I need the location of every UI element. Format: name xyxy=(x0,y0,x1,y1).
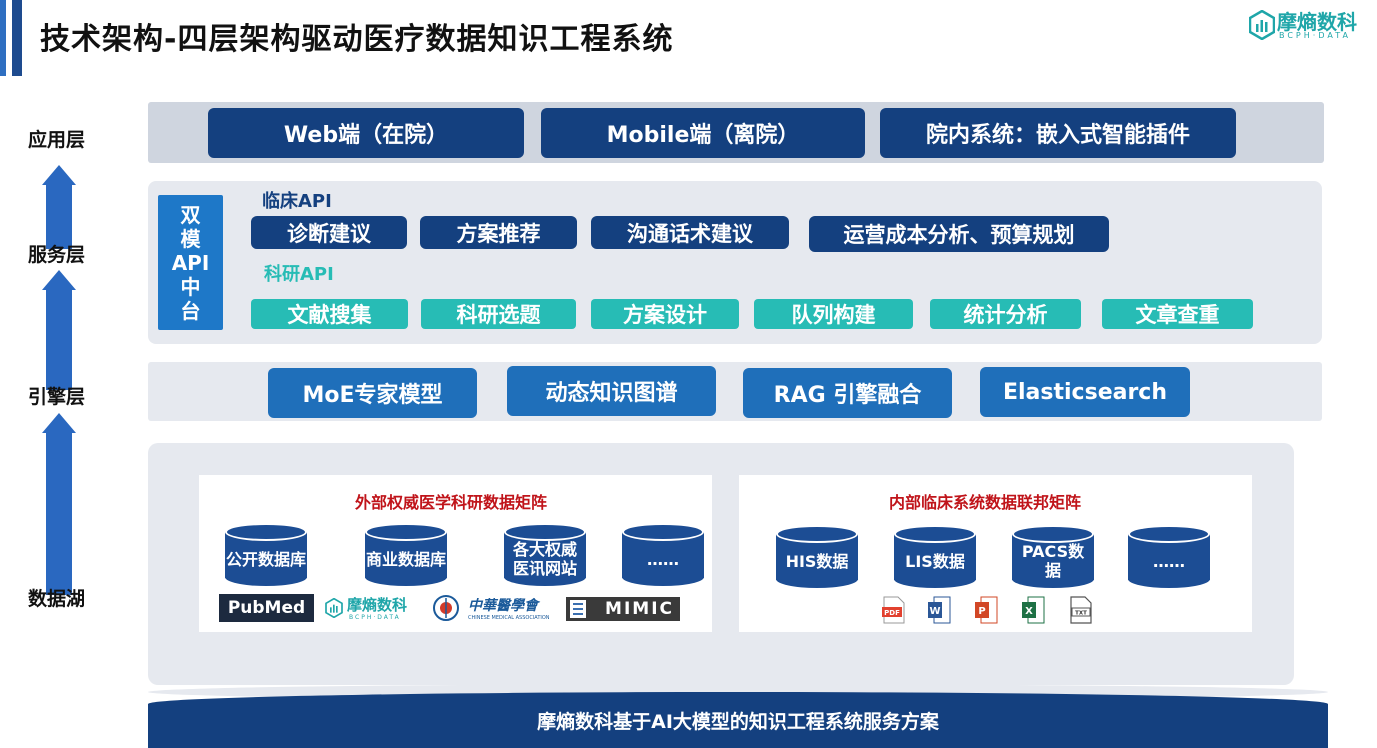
api-diagnosis[interactable]: 诊断建议 xyxy=(251,216,407,249)
internal-panel-title: 内部临床系统数据联邦矩阵 xyxy=(889,493,1082,512)
api-topic[interactable]: 科研选题 xyxy=(421,299,576,329)
footer-text: 摩熵数科基于AI大模型的知识工程系统服务方案 xyxy=(537,710,939,733)
side-char: 双 xyxy=(180,202,201,227)
engine-knowledge-graph[interactable]: 动态知识图谱 xyxy=(507,366,716,416)
api-design[interactable]: 方案设计 xyxy=(591,299,739,329)
ppt-file-icon: P xyxy=(975,596,998,624)
db-label: LIS数据 xyxy=(905,551,965,571)
db-label: 各大权威 医讯网站 xyxy=(512,540,577,578)
header-accent-light xyxy=(0,0,6,76)
external-panel-title: 外部权威医学科研数据矩阵 xyxy=(355,493,548,512)
api-cohort[interactable]: 队列构建 xyxy=(754,299,913,329)
db-lis[interactable]: LIS数据 xyxy=(894,525,976,589)
api-cost-budget[interactable]: 运营成本分析、预算规划 xyxy=(809,216,1109,252)
engine-elasticsearch[interactable]: Elasticsearch xyxy=(980,367,1190,417)
db-label: 公开数据库 xyxy=(225,549,306,569)
pubmed-text: PubMed xyxy=(227,598,306,618)
db-label: HIS数据 xyxy=(785,551,849,571)
db-label: …… xyxy=(1153,551,1185,571)
db-commercial[interactable]: 商业数据库 xyxy=(365,523,447,587)
ppt-file-label: P xyxy=(978,606,985,617)
db-his[interactable]: HIS数据 xyxy=(776,525,858,589)
side-char: API xyxy=(171,250,210,275)
brand-subtitle: BCPH·DATA xyxy=(1279,31,1351,40)
brand-small-name: 摩熵数科 xyxy=(347,596,408,614)
arrow-up-icon xyxy=(42,165,76,249)
clinical-api-title: 临床API xyxy=(262,191,332,212)
txt-file-icon: TXT xyxy=(1070,596,1092,624)
layer-label-app: 应用层 xyxy=(28,129,86,151)
db-public[interactable]: 公开数据库 xyxy=(225,523,307,587)
arrow-up-icon xyxy=(42,413,76,595)
brand-hex-icon xyxy=(325,598,343,618)
arrow-up-icon xyxy=(42,270,76,390)
excel-file-icon: X xyxy=(1022,596,1045,624)
side-char: 模 xyxy=(180,226,201,251)
cma-sub: CHINESE MEDICAL ASSOCIATION xyxy=(468,615,550,621)
mimic-logo: MIMIC xyxy=(566,597,680,621)
brand-hex-icon xyxy=(1249,10,1275,40)
brand-logo: 摩熵数科 BCPH·DATA xyxy=(1249,6,1369,44)
cma-name: 中華醫學會 xyxy=(468,598,538,614)
engine-moe[interactable]: MoE专家模型 xyxy=(268,368,477,418)
cma-emblem-icon xyxy=(433,595,459,621)
side-char: 台 xyxy=(180,298,201,323)
dual-api-platform: 双 模 API 中 台 xyxy=(158,195,223,330)
cma-logo: 中華醫學會 CHINESE MEDICAL ASSOCIATION xyxy=(432,592,552,626)
api-plan-recommend[interactable]: 方案推荐 xyxy=(420,216,577,249)
external-data-panel: 外部权威医学科研数据矩阵 公开数据库 商业数据库 各大权威 医讯网站 …… Pu… xyxy=(199,475,712,632)
brand-small-sub: BCPH·DATA xyxy=(349,614,401,621)
page-title: 技术架构-四层架构驱动医疗数据知识工程系统 xyxy=(40,22,674,57)
app-embedded-plugin[interactable]: 院内系统：嵌入式智能插件 xyxy=(880,108,1236,158)
pdf-file-label: PDF xyxy=(884,609,900,617)
word-file-label: W xyxy=(929,606,940,617)
research-api-title: 科研API xyxy=(264,264,334,285)
db-medical-sites[interactable]: 各大权威 医讯网站 xyxy=(504,523,586,587)
app-mobile[interactable]: Mobile端（离院） xyxy=(541,108,865,158)
layer-label-service: 服务层 xyxy=(28,244,86,266)
pubmed-logo: PubMed xyxy=(219,594,314,622)
internal-data-panel: 内部临床系统数据联邦矩阵 HIS数据 LIS数据 PACS数 据 …… PDF … xyxy=(739,475,1252,632)
layer-label-lake: 数据湖 xyxy=(28,588,86,610)
mimic-text: MIMIC xyxy=(605,599,674,619)
footer-banner: 摩熵数科基于AI大模型的知识工程系统服务方案 xyxy=(148,692,1328,748)
layer-label-engine: 引擎层 xyxy=(28,386,86,408)
db-pacs[interactable]: PACS数 据 xyxy=(1012,525,1094,589)
brand-name: 摩熵数科 xyxy=(1277,10,1357,34)
pdf-file-icon: PDF xyxy=(882,596,905,624)
side-char: 中 xyxy=(180,274,201,299)
engine-rag[interactable]: RAG 引擎融合 xyxy=(743,368,952,418)
header-accent xyxy=(12,0,22,76)
db-label: PACS数 据 xyxy=(1021,542,1085,580)
app-web[interactable]: Web端（在院） xyxy=(208,108,524,158)
api-communication[interactable]: 沟通话术建议 xyxy=(591,216,789,249)
mimic-mark-icon xyxy=(570,600,586,618)
brand-logo-small: 摩熵数科 BCPH·DATA xyxy=(325,592,425,626)
db-label: 商业数据库 xyxy=(365,549,446,569)
db-more[interactable]: …… xyxy=(1128,525,1210,589)
excel-file-label: X xyxy=(1025,606,1033,617)
word-file-icon: W xyxy=(928,596,951,624)
db-more[interactable]: …… xyxy=(622,523,704,587)
api-statistics[interactable]: 统计分析 xyxy=(930,299,1081,329)
txt-file-label: TXT xyxy=(1075,611,1087,617)
api-plagiarism[interactable]: 文章查重 xyxy=(1102,299,1253,329)
db-label: …… xyxy=(647,549,679,569)
api-literature[interactable]: 文献搜集 xyxy=(251,299,408,329)
